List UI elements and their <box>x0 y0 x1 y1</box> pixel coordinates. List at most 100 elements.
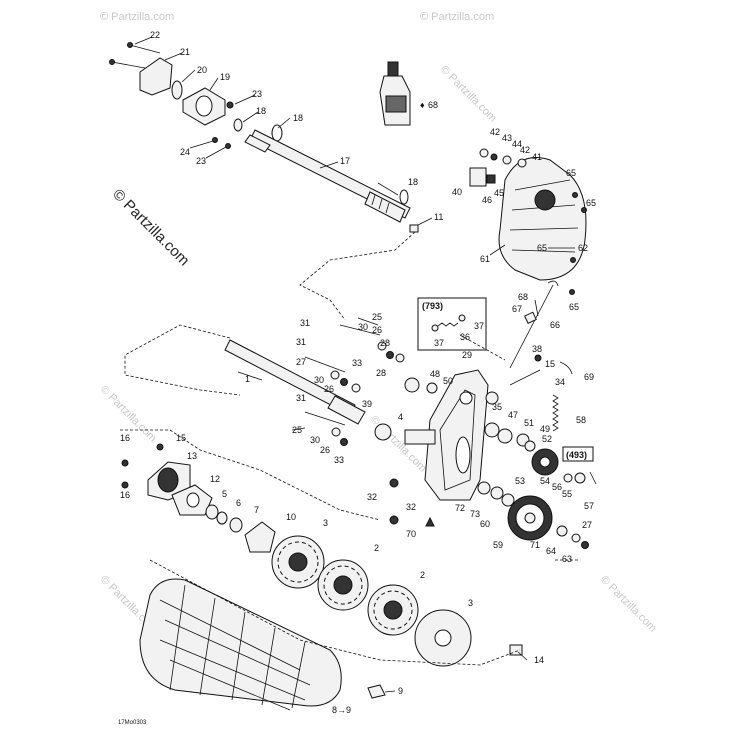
callout-53: 53 <box>515 476 525 486</box>
callout-73: 73 <box>470 509 480 519</box>
callout-26: 26 <box>372 325 382 335</box>
chaincase-29 <box>424 369 489 501</box>
watermark: © Partzilla.com <box>100 11 174 23</box>
bolt-16 <box>121 481 129 489</box>
drive-sprocket-2 <box>317 559 369 611</box>
drawing-code: 17Mo0303 <box>118 720 147 726</box>
driven-sprocket-59 <box>507 495 553 541</box>
bolt-25 <box>339 324 381 336</box>
bolt-27 <box>304 356 346 373</box>
seal-19 <box>171 80 183 100</box>
callout-28: 28 <box>380 338 390 348</box>
washer-7 <box>229 517 243 533</box>
drive-sprocket-2 <box>367 584 419 636</box>
nut-32 <box>389 478 399 488</box>
bolt-65 <box>572 192 578 198</box>
nut-23 <box>226 101 234 109</box>
washer-64 <box>571 533 581 543</box>
callout-8-9: 8→9 <box>332 705 351 715</box>
nut-26 <box>340 378 348 386</box>
clip-9 <box>367 684 386 699</box>
callout-2: 2 <box>374 543 379 553</box>
callout-27: 27 <box>296 357 306 367</box>
watermark: © Partzilla.com <box>438 64 499 125</box>
callout-34: 34 <box>555 377 565 387</box>
callout-55: 55 <box>562 489 572 499</box>
washer-42 <box>479 148 489 158</box>
callout-12: 12 <box>210 474 220 484</box>
callout-16: 16 <box>120 433 130 443</box>
watermark: © Partzilla.com <box>420 11 494 23</box>
bolt-65 <box>569 289 575 295</box>
callout-69: 69 <box>584 372 594 382</box>
callout-23: 23 <box>196 156 206 166</box>
callout-42: 42 <box>520 145 530 155</box>
bracket-40 <box>469 167 487 187</box>
bearing-support-20 <box>139 57 173 96</box>
callout-31: 31 <box>300 318 310 328</box>
bearing-flange-13 <box>147 461 191 501</box>
callout-30: 30 <box>310 435 320 445</box>
callout-41: 41 <box>532 152 542 162</box>
washer-18 <box>233 118 243 132</box>
bolt-65 <box>570 257 576 263</box>
tensioner-rod-34 <box>509 369 541 386</box>
callout-48: 48 <box>430 369 440 379</box>
sprocket-53 <box>531 448 559 476</box>
callout-33: 33 <box>352 358 362 368</box>
main-watermark: © Partzilla.com <box>109 186 192 269</box>
callout-35: 35 <box>492 402 502 412</box>
cotter-pin-57 <box>589 471 597 485</box>
washer-56 <box>563 473 573 483</box>
callout-31: 31 <box>296 337 306 347</box>
callout-5: 5 <box>222 489 227 499</box>
callout-20: 20 <box>197 65 207 75</box>
nut-63 <box>581 541 589 549</box>
callout-16: 16 <box>120 490 130 500</box>
callout-39: 39 <box>362 399 372 409</box>
washer-42 <box>517 158 527 168</box>
connector-line <box>149 559 521 666</box>
track-8 <box>139 578 342 711</box>
callout-17: 17 <box>340 156 350 166</box>
callout-47: 47 <box>508 410 518 420</box>
callout-60: 60 <box>480 519 490 529</box>
bolt-24 <box>212 137 218 143</box>
callout-61: 61 <box>480 254 490 264</box>
callout-71: 71 <box>530 540 540 550</box>
spacer-52 <box>524 440 536 452</box>
callout-46: 46 <box>482 195 492 205</box>
bearing-73 <box>490 486 504 500</box>
washer-30 <box>330 370 340 380</box>
callout-38: 38 <box>532 344 542 354</box>
callout-4: 4 <box>398 412 403 422</box>
callout-37: 37 <box>474 321 484 331</box>
box-label: (793) <box>422 301 443 311</box>
gear-kit-box <box>562 446 594 462</box>
callout-65: 65 <box>537 243 547 253</box>
callout-44: 44 <box>512 139 522 149</box>
callout-3: 3 <box>468 598 473 608</box>
washer-37 <box>431 324 439 332</box>
nut-32 <box>389 515 399 525</box>
bearing-4 <box>374 423 392 441</box>
callout-56: 56 <box>552 482 562 492</box>
connector-line <box>124 324 241 396</box>
washer-28 <box>351 383 361 393</box>
callout-70: 70 <box>406 529 416 539</box>
callout-9: 9 <box>398 686 403 696</box>
washer-71 <box>556 525 568 537</box>
spring-58 <box>552 394 559 432</box>
sensor-45 <box>486 174 496 184</box>
callout-27: 27 <box>582 520 592 530</box>
roller-35 <box>485 391 499 405</box>
callout-1: 1 <box>245 374 250 384</box>
washer-30 <box>331 427 341 437</box>
bearing-51 <box>497 428 513 444</box>
bolt-65 <box>581 207 587 213</box>
callout-11: 11 <box>434 212 443 222</box>
callout-52: 52 <box>542 434 552 444</box>
callout-54: 54 <box>540 476 550 486</box>
callout-30: 30 <box>314 375 324 385</box>
callout-14: 14 <box>534 655 544 665</box>
